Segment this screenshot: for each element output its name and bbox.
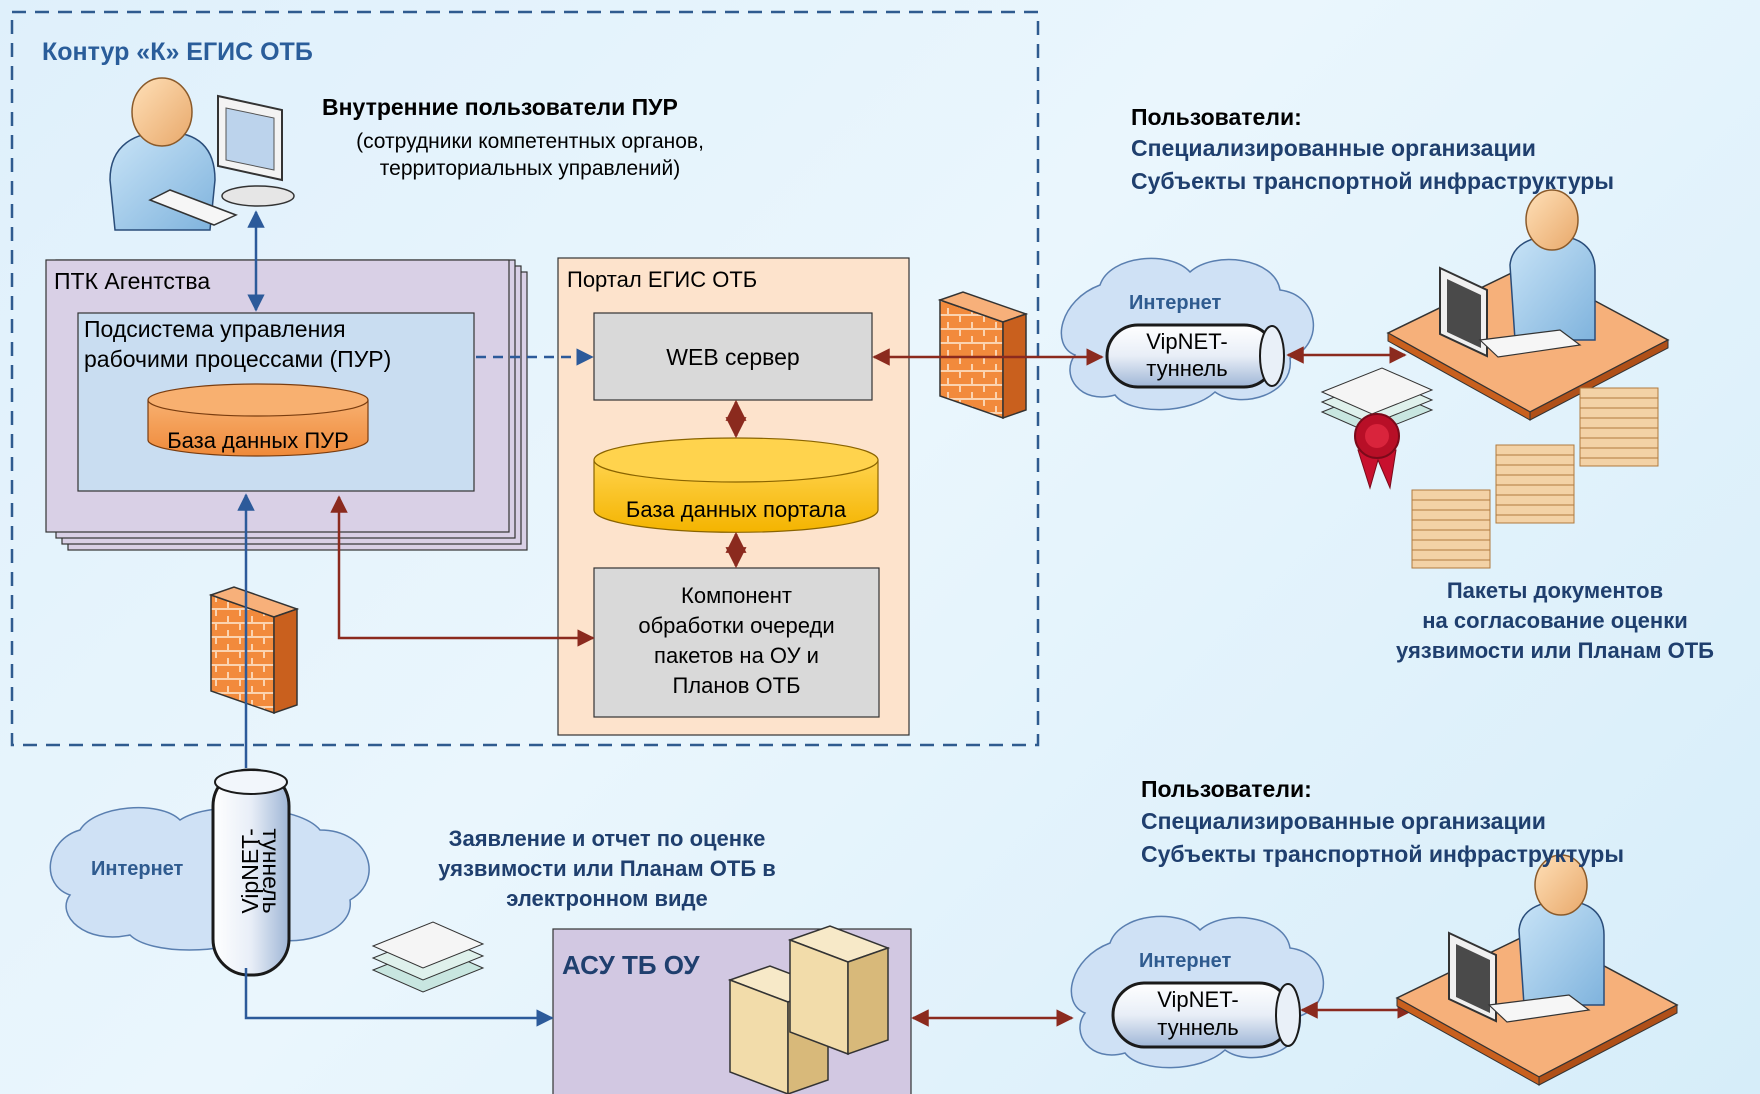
tunnel-top-line-2: туннель	[1146, 356, 1228, 381]
paper-stack-icon	[1495, 444, 1575, 524]
queue-line-2: обработки очереди	[638, 613, 835, 638]
internet-bottom-right-label: Интернет	[1139, 950, 1232, 972]
users-top-label: Пользователи:	[1131, 104, 1302, 130]
statement-line-2: уязвимости или Планам ОТБ в	[438, 856, 776, 881]
portal-db-label: База данных портала	[625, 497, 847, 522]
users-top-line-1: Специализированные организации	[1131, 135, 1536, 161]
statement-line-1: Заявление и отчет по оценке	[448, 826, 766, 851]
queue-line-3: пакетов на ОУ и	[654, 643, 819, 668]
asu-title: АСУ ТБ ОУ	[562, 950, 700, 980]
tunnel-left-line-2: туннель	[258, 828, 284, 914]
external-user-bottom-icon	[1395, 854, 1679, 1086]
queue-line-4: Планов ОТБ	[672, 673, 801, 698]
arrow-tunnel-asu	[244, 968, 554, 1027]
ptk-title: ПТК Агентства	[54, 268, 211, 294]
paper-stack-icon	[1411, 489, 1491, 569]
documents-icon-top	[1320, 367, 1434, 435]
portal-title: Портал ЕГИС ОТБ	[567, 267, 758, 292]
queue-line-1: Компонент	[681, 583, 792, 608]
internal-users-title: Внутренние пользователи ПУР	[322, 94, 678, 120]
queue-component-box	[593, 567, 880, 718]
firewall-top-icon	[937, 291, 1029, 420]
tunnel-top-line-1: VipNET-	[1146, 329, 1228, 354]
tunnel-top	[1105, 323, 1285, 389]
web-server-box	[593, 312, 873, 401]
external-user-top-icon	[1386, 189, 1670, 421]
users-bottom-line-1: Специализированные организации	[1141, 808, 1546, 834]
internal-users-desc-2: территориальных управлений)	[379, 157, 681, 180]
server-icon	[727, 925, 891, 1094]
pur-db-label: База данных ПУР	[167, 428, 349, 453]
internet-top-label: Интернет	[1129, 292, 1222, 314]
users-top-line-2: Субъекты транспортной инфраструктуры	[1131, 168, 1614, 194]
arrow-pur-queue	[330, 495, 595, 647]
users-bottom-line-2: Субъекты транспортной инфраструктуры	[1141, 841, 1624, 867]
tunnel-bottom-right	[1111, 981, 1301, 1049]
documents-icon-bottom	[371, 921, 485, 993]
pur-title-2: рабочими процессами (ПУР)	[84, 346, 392, 372]
pur-db-cylinder	[147, 383, 369, 457]
tunnel-bottom-right-line-1: VipNET-	[1157, 987, 1239, 1012]
internet-left-label: Интернет	[91, 858, 184, 880]
contour-frame	[10, 10, 1040, 747]
packages-line-3: уязвимости или Планам ОТБ	[1396, 638, 1714, 663]
firewall-left-icon	[208, 586, 300, 715]
tunnel-bottom-right-line-2: туннель	[1157, 1015, 1239, 1040]
contour-title: Контур «К» ЕГИС ОТБ	[42, 38, 313, 66]
wax-seal-icon	[1354, 413, 1400, 490]
paper-stack-icon	[1579, 387, 1659, 467]
web-server-label: WEB сервер	[666, 344, 800, 370]
users-bottom-label: Пользователи:	[1141, 776, 1312, 802]
internal-user-icon	[109, 77, 295, 231]
internal-users-desc-1: (сотрудники компетентных органов,	[356, 130, 704, 153]
tunnel-left	[211, 768, 291, 977]
packages-line-1: Пакеты документов	[1446, 578, 1664, 603]
pur-title-1: Подсистема управления	[84, 316, 346, 342]
packages-line-2: на согласование оценки	[1422, 608, 1688, 633]
portal-db-cylinder	[593, 437, 879, 533]
statement-line-3: электронном виде	[506, 886, 708, 911]
